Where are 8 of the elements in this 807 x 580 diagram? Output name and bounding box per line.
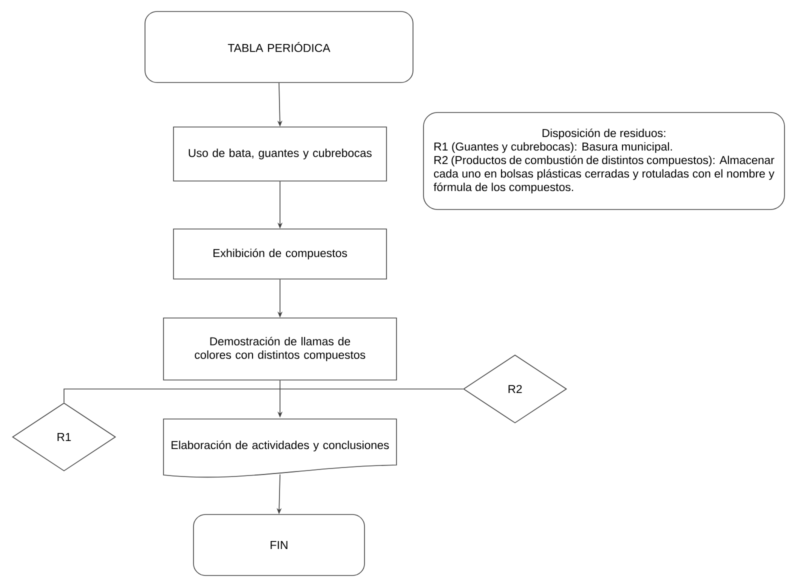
terminal-box: FIN (193, 514, 365, 576)
terminal-box: TABLA PERIÓDICA (144, 11, 414, 83)
document-box: Elaboración de actividades y conclusiones (163, 418, 397, 478)
note-box: Disposición de residuos: R1 (Guantes y cubrebocas): Basura municipal. R2 (Productos de combustión de distintos compuestos): Almacenar cada uno en bolsas plásticas cerradas y rotuladas con el nombre y fórmula de los compuestos. (423, 112, 785, 210)
process-box: Uso de bata, guantes y cubrebocas (173, 126, 387, 182)
process-box: Demostración de llamas de colores con distintos compuestos (163, 318, 397, 380)
process-box: Exhibición de compuestos (173, 228, 387, 280)
connector-line (64, 388, 464, 403)
